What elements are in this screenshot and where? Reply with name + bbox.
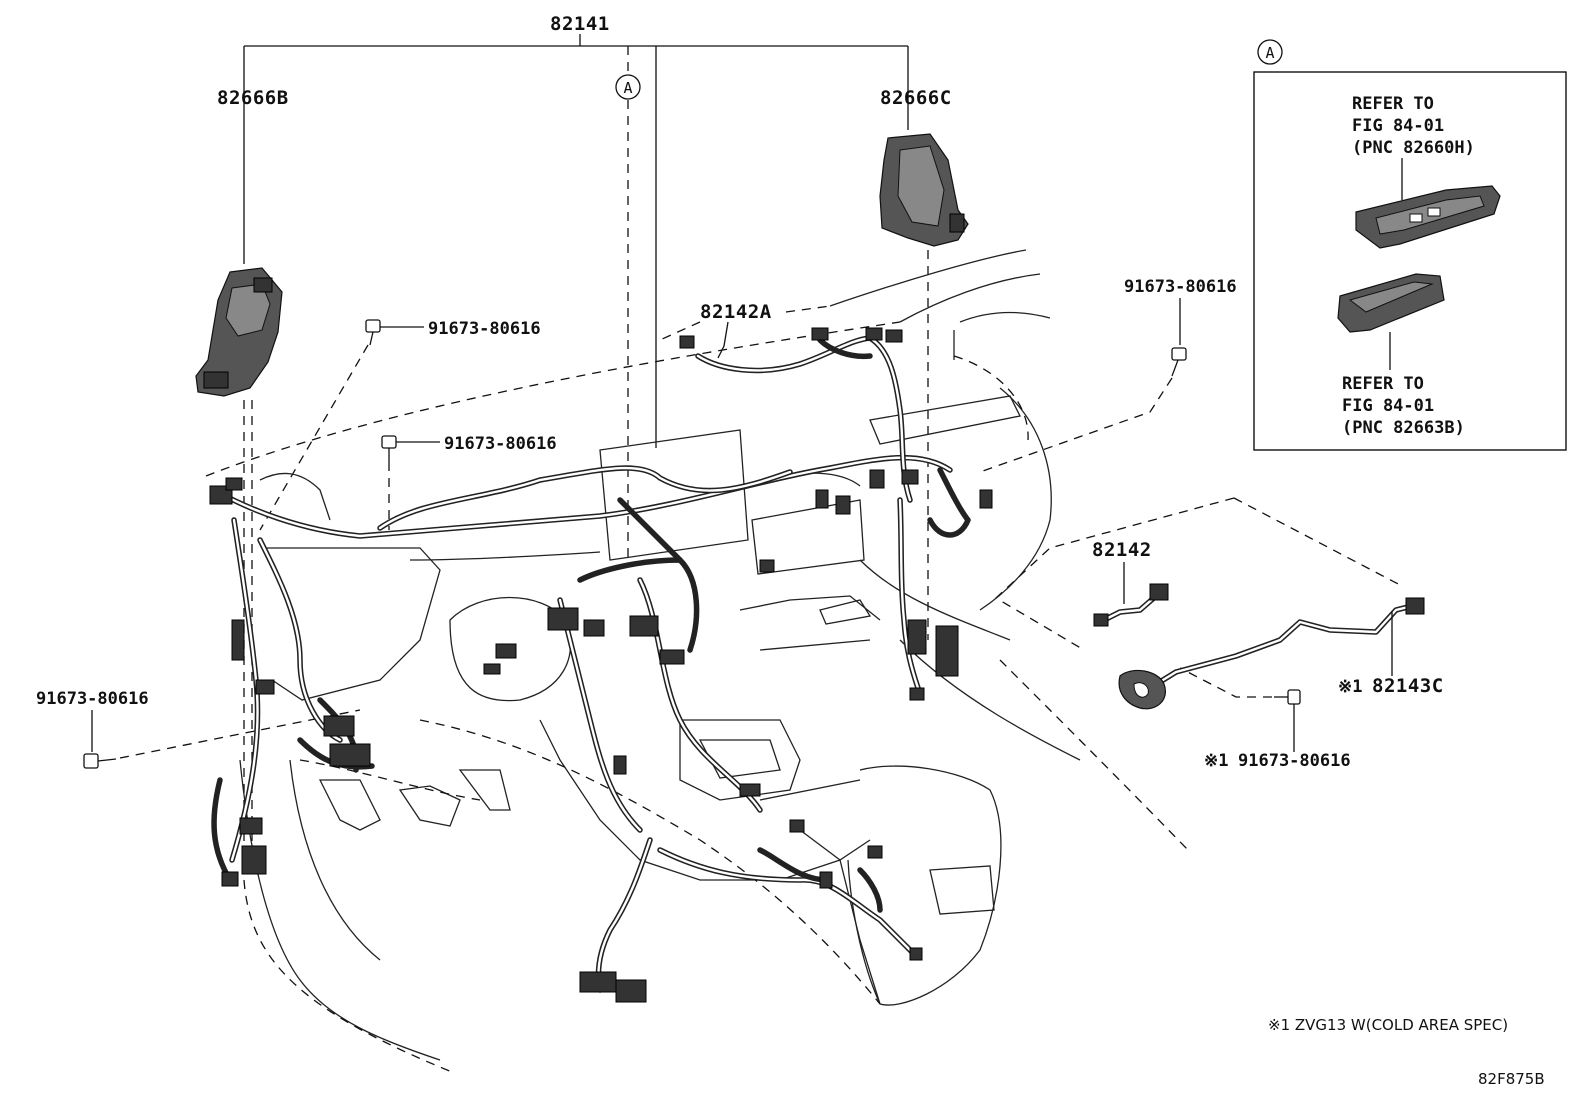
harness-82142: 82142 (994, 497, 1403, 651)
figure-code: 82F875B (1478, 1070, 1545, 1088)
label-82143c: 82143C (1372, 675, 1444, 697)
bolt-bottom-right: ※1 91673-80616 (1179, 667, 1351, 771)
inset-ref-top-line-2: FIG 84-01 (1352, 116, 1444, 136)
component-82666b: 82666B (195, 87, 289, 880)
label-bolt-3: 91673-80616 (1124, 277, 1237, 297)
dashboard-outline (205, 249, 1189, 1073)
footnote-cold-area: ※1 ZVG13 W(COLD AREA SPEC) (1268, 1016, 1508, 1034)
bolt-left: 91673-80616 (36, 689, 361, 769)
bolt-right: 91673-80616 (979, 277, 1237, 473)
label-82666c: 82666C (880, 87, 952, 109)
marker-a-text: A (623, 79, 632, 97)
label-bolt-5: 91673-80616 (1238, 751, 1351, 771)
marker-a: A (615, 74, 641, 100)
component-82666c: 82666C (879, 87, 969, 640)
bolt-top-left: 91673-80616 (259, 319, 541, 531)
inset-marker-a: A (1265, 44, 1274, 62)
label-82142: 82142 (1092, 539, 1152, 561)
harness-82142a-callout: 82142A (659, 301, 831, 359)
bolt-mid-left: 91673-80616 (381, 434, 557, 530)
inset-ref-bottom-line-2: FIG 84-01 (1342, 396, 1434, 416)
label-82666b: 82666B (217, 87, 289, 109)
inset-ref-top-line-3: (PNC 82660H) (1352, 138, 1475, 158)
inset-ref-bottom-line-1: REFER TO (1342, 374, 1424, 394)
label-82142a: 82142A (700, 301, 772, 323)
inset-panel-a: A REFER TO FIG 84-01 (PNC 82660H) REFER … (1253, 39, 1567, 451)
label-bolt-1: 91673-80616 (428, 319, 541, 339)
label-bolt-4: 91673-80616 (36, 689, 149, 709)
label-bolt-2: 91673-80616 (444, 434, 557, 454)
harness-82141-callout: 82141 (243, 13, 909, 560)
harness-82143c: ※1 82143C (1118, 597, 1444, 710)
inset-ref-bottom-line-3: (PNC 82663B) (1342, 418, 1465, 438)
note-prefix-82143c: ※1 (1338, 677, 1362, 697)
note-prefix-bolt: ※1 (1204, 751, 1228, 771)
harness-connectors (209, 327, 993, 1003)
label-82141: 82141 (550, 13, 610, 35)
inset-ref-top-line-1: REFER TO (1352, 94, 1434, 114)
